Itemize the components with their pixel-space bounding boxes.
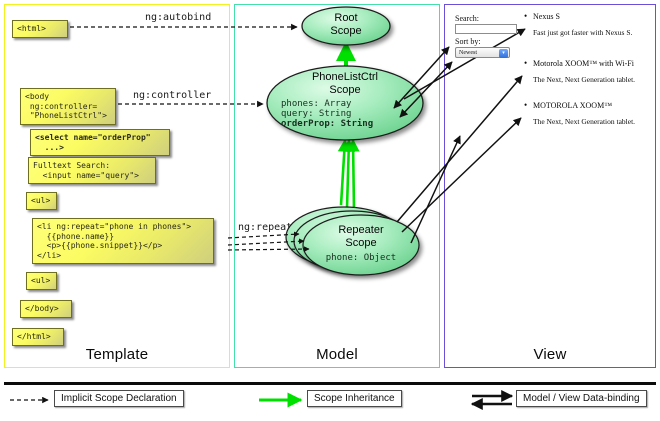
search-input[interactable]	[455, 24, 517, 34]
phone-name-1: • Nexus S	[524, 12, 655, 22]
view-phone-item-3: • MOTOROLA XOOM™ The Next, Next Generati…	[524, 101, 655, 127]
legend-divider	[4, 382, 656, 385]
phone-name-3-text: MOTOROLA XOOM™	[533, 101, 613, 110]
legend-item-implicit-scope-declaration: Implicit Scope Declaration	[54, 390, 184, 407]
bullet-icon: •	[524, 100, 528, 110]
inherit-repeaters-to-phonelist	[337, 138, 360, 213]
arrow-repeat-1	[227, 231, 300, 239]
template-box-ul-close: <ul>	[26, 272, 57, 290]
implicit-scope-arrows	[70, 23, 310, 252]
column-model-label: Model	[316, 346, 358, 363]
template-box-html-close: </html>	[12, 328, 64, 346]
template-box-select: <select name="orderProp" ...>	[30, 129, 170, 156]
sort-by-selected-value: Newest	[459, 49, 477, 56]
sort-by-label: Sort by:	[455, 37, 481, 46]
bullet-icon: •	[524, 58, 528, 68]
template-box-fulltext-search: Fulltext Search: <input name="query">	[28, 157, 156, 184]
phone-snippet-1: Fast just got faster with Nexus S.	[533, 28, 633, 37]
view-phone-item-1: • Nexus S Fast just got faster with Nexu…	[524, 12, 655, 38]
view-search-group: Search: Sort by: Newest ▾	[455, 14, 517, 58]
inheritance-arrows	[336, 41, 360, 213]
column-view: View	[444, 4, 656, 368]
legend: Implicit Scope Declaration Scope Inherit…	[4, 382, 656, 418]
phone-name-3: • MOTOROLA XOOM™	[524, 101, 655, 111]
view-phone-item-2: • Motorola XOOM™ with Wi-Fi The Next, Ne…	[524, 59, 655, 85]
template-box-html-open: <html>	[12, 20, 68, 38]
template-box-body-close: </body>	[20, 300, 72, 318]
bind-phone-snippet	[410, 135, 461, 244]
chevron-down-icon: ▾	[499, 49, 508, 58]
label-ng-autobind: ng:autobind	[145, 12, 212, 23]
repeater-scope-ellipse-stack	[285, 206, 420, 276]
bind-phone-name-2	[396, 75, 523, 223]
bind-phone-name-1	[403, 28, 526, 100]
template-box-body-open: <body ng:controller= "PhoneListCtrl">	[20, 88, 116, 125]
phone-snippet-2: The Next, Next Generation tablet.	[533, 75, 636, 84]
legend-item-scope-inheritance: Scope Inheritance	[307, 390, 402, 407]
phone-name-2: • Motorola XOOM™ with Wi-Fi	[524, 59, 655, 69]
label-ng-repeat: ng:repeat	[238, 222, 293, 233]
template-box-li-ng-repeat: <li ng:repeat="phone in phones"> {{phone…	[32, 218, 214, 264]
sort-by-select[interactable]: Newest ▾	[455, 47, 510, 58]
phone-snippet-3: The Next, Next Generation tablet.	[533, 117, 636, 126]
legend-item-model-view-data-binding: Model / View Data-binding	[516, 390, 647, 407]
label-ng-controller: ng:controller	[133, 90, 212, 101]
phone-name-1-text: Nexus S	[533, 12, 560, 21]
template-box-ul-open: <ul>	[26, 192, 57, 210]
bind-orderprop-select	[399, 61, 453, 118]
column-template-label: Template	[85, 346, 149, 363]
root-scope-ellipse	[301, 6, 391, 46]
phone-name-2-text: Motorola XOOM™ with Wi-Fi	[533, 59, 634, 68]
legend-arrows	[10, 390, 514, 410]
column-view-label: View	[533, 346, 567, 363]
arrow-repeat-2	[227, 238, 305, 246]
search-label: Search:	[455, 14, 479, 23]
bind-phone-name-3	[401, 117, 522, 233]
bullet-icon: •	[524, 11, 528, 21]
data-binding-arrows	[393, 28, 526, 244]
phonelistctrl-scope-ellipse	[266, 65, 424, 141]
